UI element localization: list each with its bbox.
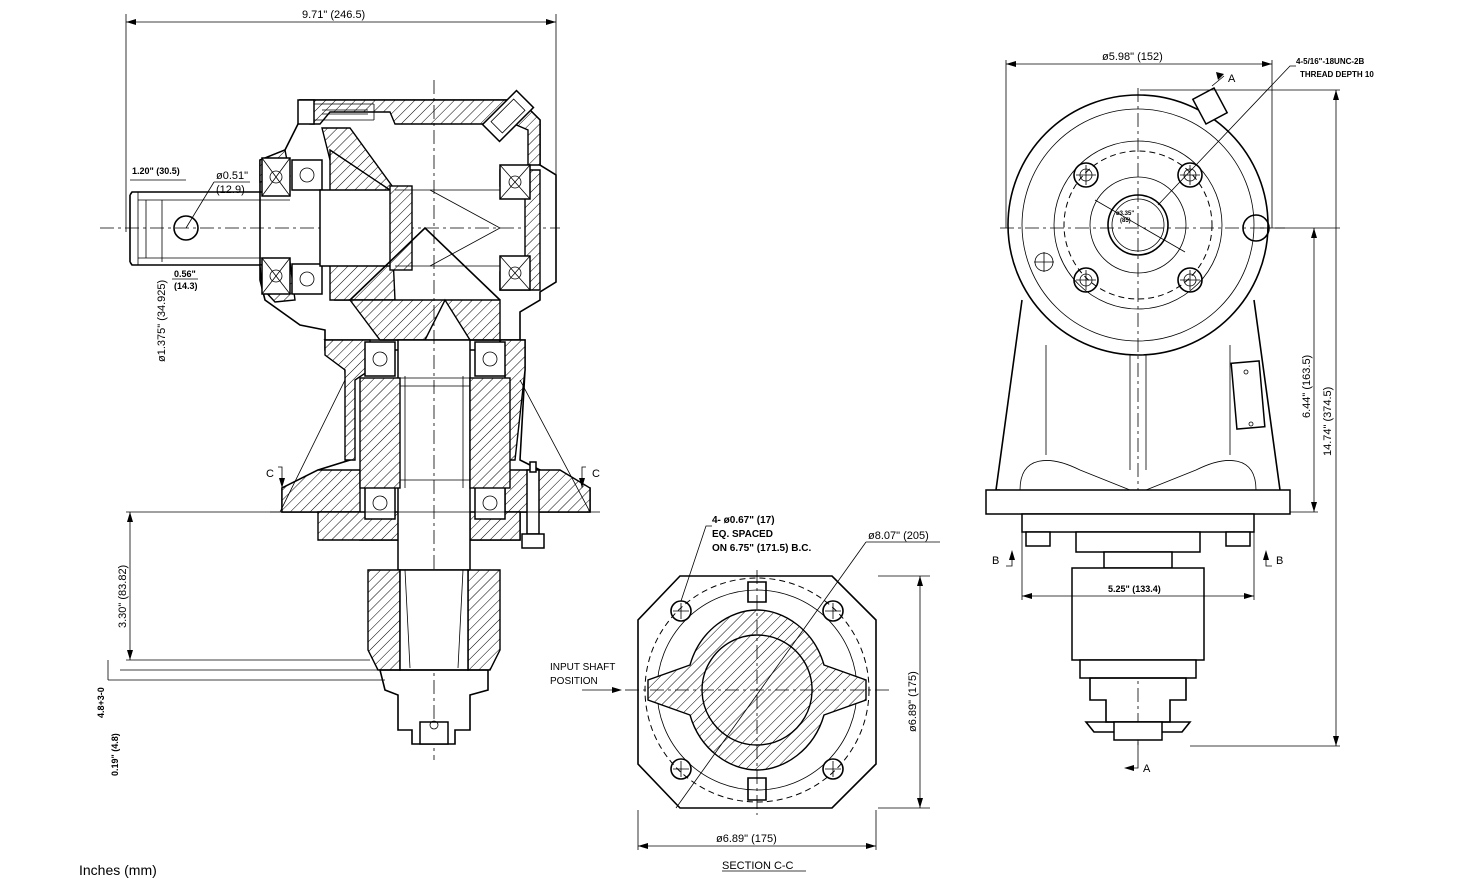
- side-bolt-holes: [1073, 162, 1203, 293]
- side-base-dim: 5.25" (133.4): [1108, 584, 1161, 594]
- section-bottom-dim: ø6.89" (175): [716, 833, 777, 845]
- bottom-dim: 0.19" (4.8): [110, 733, 120, 776]
- front-width-dim: 9.71" (246.5): [302, 9, 365, 21]
- shaft-hole: [173, 215, 199, 241]
- flange-hole-br: [822, 758, 844, 780]
- flange-outline: [637, 575, 877, 809]
- units-label: Inches (mm): [79, 862, 157, 878]
- side-center-dim1: ø3.35": [1116, 211, 1134, 217]
- hole-dia-in: ø0.51": [216, 170, 248, 182]
- hole-dia-mm: (12.9): [216, 184, 245, 196]
- side-section-b-right: B: [1276, 555, 1283, 567]
- section-c-left: C: [266, 468, 274, 480]
- hole-pos-mm: (14.3): [174, 281, 198, 291]
- output-yoke: [367, 569, 401, 671]
- flange-hole-bl: [670, 758, 692, 780]
- input-shaft-line1: INPUT SHAFT: [550, 662, 615, 673]
- side-height2: 14.74" (374.5): [1322, 387, 1334, 456]
- hole-pos-in: 0.56": [174, 269, 196, 279]
- side-height1: 6.44" (163.5): [1301, 355, 1313, 418]
- shaft-length-dim: 1.20" (30.5): [132, 166, 180, 176]
- side-section-a-top: A: [1228, 73, 1236, 85]
- input-shaft-line2: POSITION: [550, 676, 598, 687]
- side-section-a-bottom: A: [1143, 763, 1151, 775]
- side-view: ø5.98" (152) ø3.35" (85) 4-5/16"-18UNC-2…: [985, 51, 1374, 775]
- front-view: 9.71" (246.5) 1.20" (30.5) ø0.51" (12.9)…: [96, 9, 600, 776]
- side-thread-line1: 4-5/16"-18UNC-2B: [1296, 57, 1364, 66]
- side-base-flange: [985, 489, 1291, 515]
- side-section-b-left: B: [992, 555, 999, 567]
- section-holes-line1: 4- ø0.67" (17): [712, 515, 775, 526]
- side-center-dim2: (85): [1120, 218, 1131, 224]
- section-holes-line2: EQ. SPACED: [712, 529, 773, 540]
- section-side-dim: ø6.89" (175): [907, 671, 919, 732]
- section-title: SECTION C-C: [722, 860, 794, 872]
- side-yoke: [1071, 567, 1205, 661]
- tolerance-dim: 4.8+3-0: [96, 687, 106, 718]
- name-plate: [1230, 360, 1266, 430]
- flange-hole-tr: [822, 600, 844, 622]
- front-height-dim: 3.30" (83.82): [117, 565, 129, 628]
- section-c-right: C: [592, 468, 600, 480]
- top-bolt: [481, 89, 535, 143]
- section-diag-dim: ø8.07" (205): [868, 530, 929, 542]
- shaft-dia-dim: ø1.375" (34.925): [156, 280, 168, 362]
- section-c-c-view: ø8.07" (205) 4- ø0.67" (17) EQ. SPACED O…: [550, 515, 940, 872]
- section-holes-line3: ON 6.75" (171.5) B.C.: [712, 543, 811, 554]
- side-thread-line2: THREAD DEPTH 10: [1300, 70, 1374, 79]
- output-bevel-gear: [348, 298, 501, 341]
- side-dia-dim: ø5.98" (152): [1102, 51, 1163, 63]
